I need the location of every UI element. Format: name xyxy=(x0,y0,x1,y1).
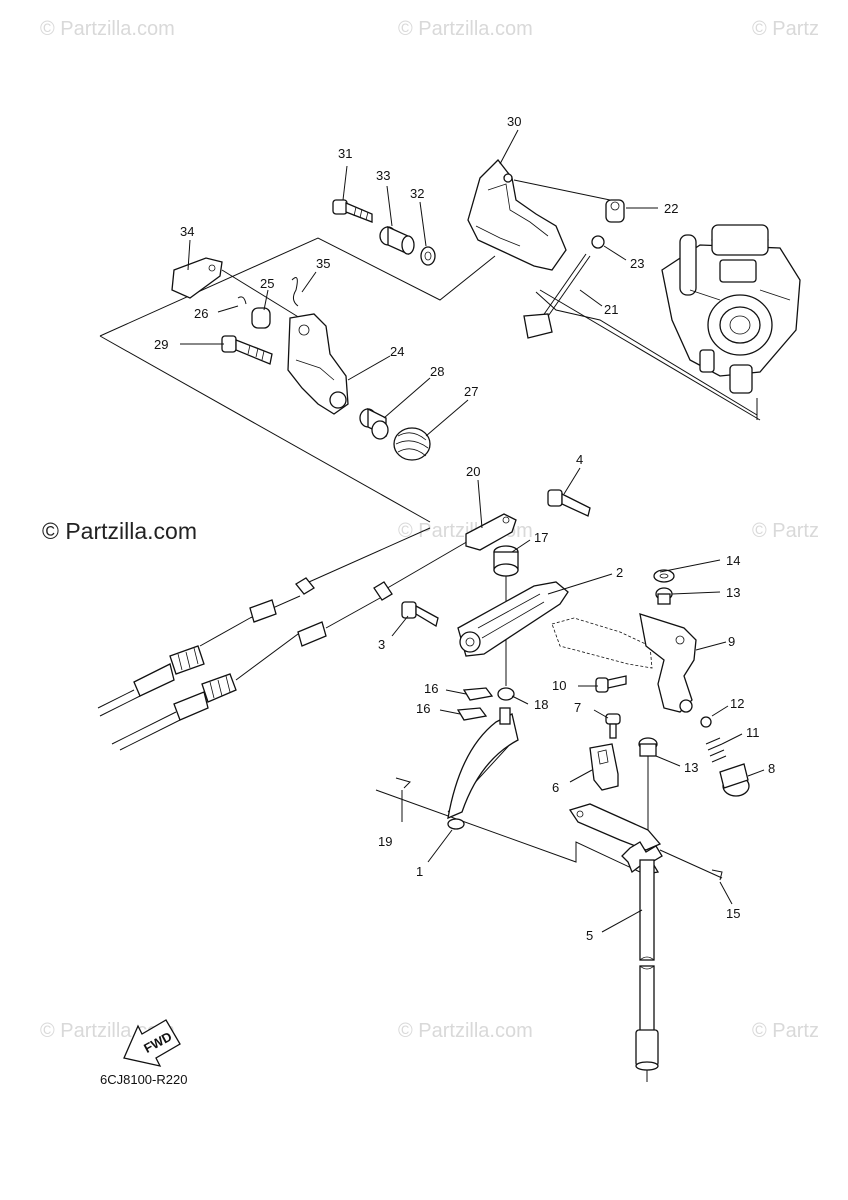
watermark-bottom-right: © Partz xyxy=(752,1020,819,1042)
callout-11: 11 xyxy=(746,725,760,740)
part-11-spring xyxy=(705,737,727,763)
callout-17: 17 xyxy=(534,530,548,545)
throttle-body xyxy=(661,224,801,394)
callout-8: 8 xyxy=(768,761,775,776)
watermark-mid-right: © Partz xyxy=(752,520,819,542)
part-1-shift-arm xyxy=(447,707,519,830)
callout-19: 19 xyxy=(378,834,392,849)
part-5-shift-rod xyxy=(635,859,659,1082)
part-32-washer xyxy=(420,246,436,266)
callouts: 30 31 33 32 22 23 21 34 35 25 26 29 24 2… xyxy=(154,114,775,943)
part-18-washer xyxy=(497,687,515,701)
part-33-collar xyxy=(379,225,415,256)
part-14-washer xyxy=(653,569,675,583)
part-28-collar xyxy=(359,407,389,440)
part-31-bolt xyxy=(332,199,373,223)
callout-10: 10 xyxy=(552,678,566,693)
part-22-joint xyxy=(605,199,625,223)
callout-24: 24 xyxy=(390,344,404,359)
fwd-arrow xyxy=(123,1019,181,1067)
watermark-top-right: © Partz xyxy=(752,18,819,40)
part-9-lever xyxy=(639,613,697,713)
cables xyxy=(97,527,471,751)
callout-18: 18 xyxy=(534,697,548,712)
callout-1: 1 xyxy=(416,864,423,879)
shift-plate xyxy=(551,617,653,669)
part-12-ball xyxy=(700,716,712,728)
part-3-bolt xyxy=(401,601,439,628)
part-25-collar xyxy=(251,307,271,329)
callout-26: 26 xyxy=(194,306,208,321)
part-23-nut xyxy=(591,235,605,249)
part-21-rod xyxy=(523,253,591,339)
callout-6: 6 xyxy=(552,780,559,795)
callout-29: 29 xyxy=(154,337,168,352)
part-24-lever xyxy=(287,313,349,415)
watermark-bottom-center: © Partzilla.com xyxy=(398,1020,533,1042)
callout-28: 28 xyxy=(430,364,444,379)
part-34-joint xyxy=(171,257,301,319)
watermark-top-center: © Partzilla.com xyxy=(398,18,533,40)
callout-25: 25 xyxy=(260,276,274,291)
part-27-spring xyxy=(393,427,431,461)
callout-16-upper: 16 xyxy=(424,681,438,696)
callout-22: 22 xyxy=(664,201,678,216)
callout-14: 14 xyxy=(726,553,740,568)
callout-3: 3 xyxy=(378,637,385,652)
callout-4: 4 xyxy=(576,452,583,467)
part-7-bolt xyxy=(605,713,621,739)
part-15-pin xyxy=(711,869,723,881)
callout-15: 15 xyxy=(726,906,740,921)
callout-30: 30 xyxy=(507,114,521,129)
callout-27: 27 xyxy=(464,384,478,399)
callout-16-lower: 16 xyxy=(416,701,430,716)
part-29-bolt xyxy=(221,335,273,365)
callout-34: 34 xyxy=(180,224,194,239)
callout-32: 32 xyxy=(410,186,424,201)
part-19-pin xyxy=(395,777,411,789)
callout-12: 12 xyxy=(730,696,744,711)
callout-5: 5 xyxy=(586,928,593,943)
part-30-bracket xyxy=(467,159,611,271)
part-13-bushing-upper xyxy=(655,587,673,605)
callout-13-lower: 13 xyxy=(684,760,698,775)
callout-35: 35 xyxy=(316,256,330,271)
callout-31: 31 xyxy=(338,146,352,161)
callout-20: 20 xyxy=(466,464,480,479)
watermark-mid-left: © Partzilla.com xyxy=(42,518,197,544)
part-20-joint xyxy=(465,513,517,551)
assembly-outline-upper xyxy=(99,237,761,523)
part-8-plug xyxy=(719,763,750,797)
part-16-clips xyxy=(456,687,494,721)
part-26-clip xyxy=(237,296,247,305)
part-17-collar xyxy=(493,545,519,686)
part-4-bolt xyxy=(547,489,591,517)
callout-23: 23 xyxy=(630,256,644,271)
callout-21: 21 xyxy=(604,302,618,317)
callout-2: 2 xyxy=(616,565,623,580)
part-10-bolt xyxy=(595,675,627,693)
callout-7: 7 xyxy=(574,700,581,715)
part-13-bushing-lower xyxy=(638,737,658,832)
part-6-bracket xyxy=(589,743,619,791)
part-2-arm xyxy=(457,581,569,657)
callout-33: 33 xyxy=(376,168,390,183)
leader-lines xyxy=(180,129,765,933)
callout-9: 9 xyxy=(728,634,735,649)
part-35-spring xyxy=(291,277,299,307)
callout-13-upper: 13 xyxy=(726,585,740,600)
diagram-code: 6CJ8100-R220 xyxy=(100,1072,188,1087)
watermark-top-left: © Partzilla.com xyxy=(40,18,175,40)
